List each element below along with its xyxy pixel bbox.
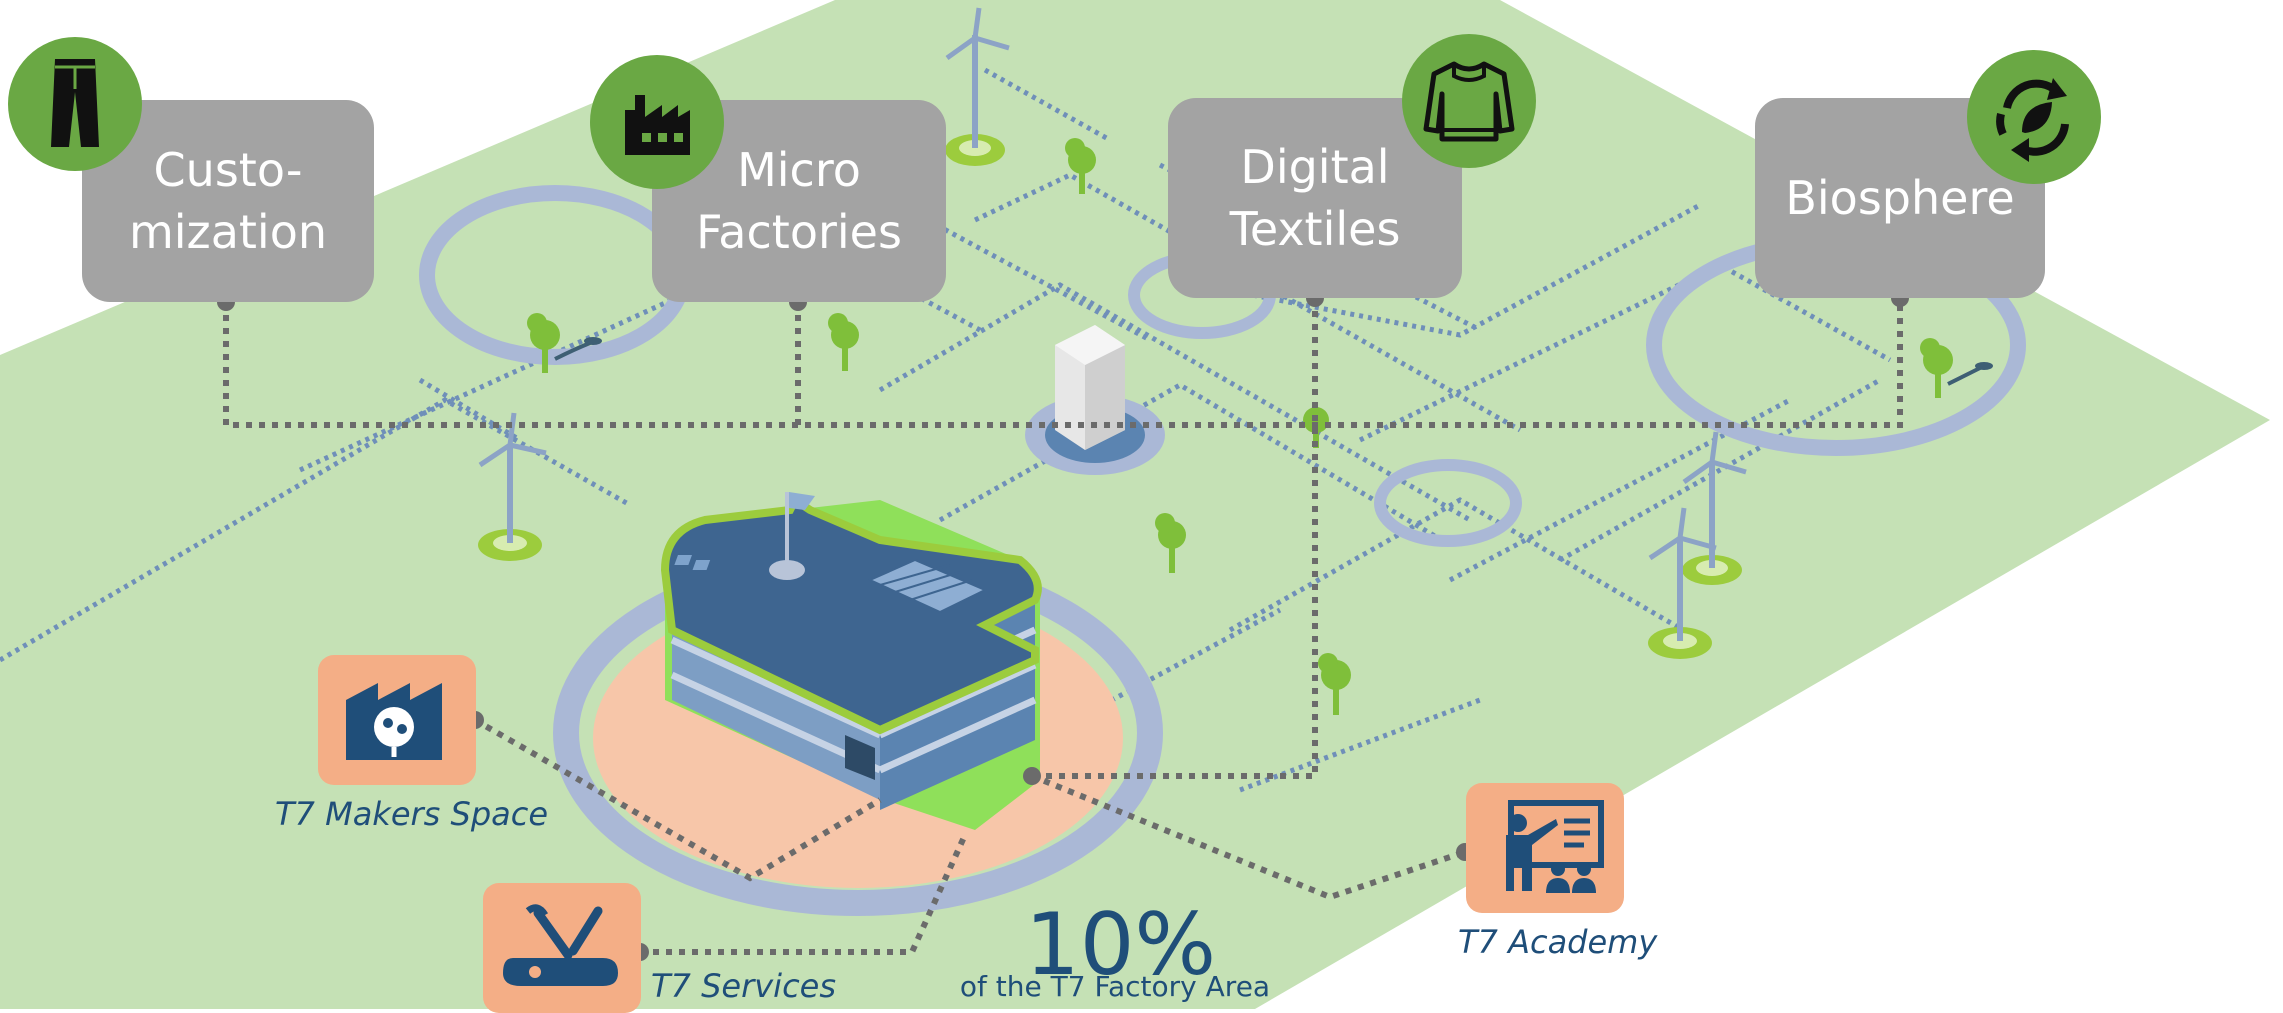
tools-icon <box>483 883 641 1013</box>
box-label: Micro Factories <box>696 143 902 259</box>
box-label: Custo- mization <box>128 143 328 259</box>
recycle-leaf-icon <box>1967 50 2101 184</box>
wind-turbine <box>945 7 1010 166</box>
wind-turbine <box>1648 507 1717 659</box>
caption-services: T7 Services <box>651 967 837 1005</box>
wind-turbine <box>1682 431 1747 585</box>
caption-makers-space: T7 Makers Space <box>275 795 549 833</box>
road-network <box>0 67 1892 793</box>
box-label: Digital Textiles <box>1229 140 1401 256</box>
box-label: Biosphere <box>1785 171 2015 225</box>
t7-factory-building <box>660 492 1042 830</box>
tower <box>1025 325 1165 475</box>
caption-academy: T7 Academy <box>1458 923 1658 961</box>
box-customization: Custo- mization <box>82 100 374 302</box>
connector-lines <box>223 298 1903 955</box>
stat-value: 10% <box>1025 895 1217 995</box>
teacher-icon <box>1466 783 1624 913</box>
solar-panels <box>867 558 988 614</box>
trousers-icon <box>8 37 142 171</box>
trees <box>527 138 1993 715</box>
stat-caption: of the T7 Factory Area <box>959 970 1271 1003</box>
sweater-icon <box>1402 34 1536 168</box>
factory-brain-icon <box>318 655 476 785</box>
box-micro-factories: Micro Factories <box>652 100 946 302</box>
factory-icon <box>590 55 724 189</box>
wind-turbines <box>478 7 1747 659</box>
wind-turbine <box>478 412 547 561</box>
